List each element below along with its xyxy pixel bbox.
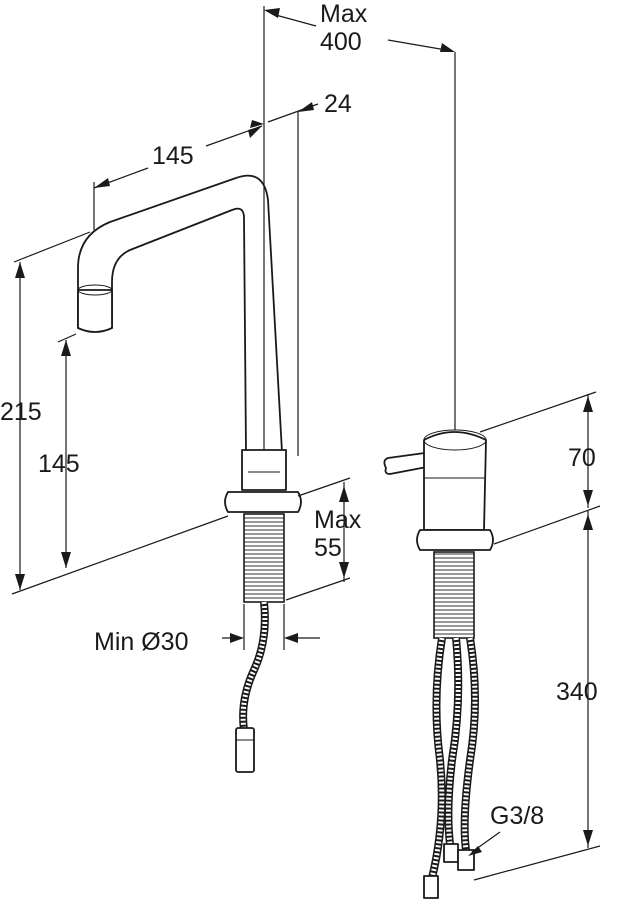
label-24: 24 (324, 90, 352, 118)
left-faucet (77, 174, 302, 773)
dim-145-height (57, 333, 77, 568)
label-min-d30: Min Ø30 (94, 628, 188, 656)
right-base-flange (416, 529, 494, 551)
dim-145-spout (93, 125, 263, 230)
left-body-collar (241, 449, 287, 491)
dim-215 (11, 231, 229, 595)
dim-70 (479, 391, 601, 545)
label-215: 215 (0, 398, 42, 426)
label-145-spout: 145 (152, 142, 194, 170)
right-faucet (383, 429, 494, 899)
label-340: 340 (556, 678, 598, 706)
left-hose-connector (235, 727, 255, 773)
left-base-flange (224, 491, 302, 513)
dim-340 (473, 510, 601, 881)
label-70: 70 (568, 444, 596, 472)
left-spout-outlet (77, 289, 113, 333)
left-outlet-face (77, 284, 113, 296)
label-g38: G3/8 (490, 802, 544, 830)
dim-max-55 (285, 477, 351, 601)
leader-g38 (468, 831, 501, 856)
dim-min-d30 (222, 604, 320, 650)
label-max-400-top: Max (320, 0, 368, 28)
label-max-400-bottom: 400 (320, 28, 362, 56)
label-max-55-bottom: 55 (314, 534, 342, 562)
right-hoses (428, 637, 479, 879)
dim-max-400 (263, 6, 456, 450)
label-max-55-top: Max (314, 506, 362, 534)
left-threaded-shank (243, 513, 285, 603)
label-145-height: 145 (38, 450, 80, 478)
right-threaded-shank (433, 551, 475, 639)
right-fitting-1 (443, 843, 459, 863)
right-fitting-3 (423, 875, 439, 899)
dim-24 (250, 102, 319, 456)
right-body (423, 431, 487, 531)
